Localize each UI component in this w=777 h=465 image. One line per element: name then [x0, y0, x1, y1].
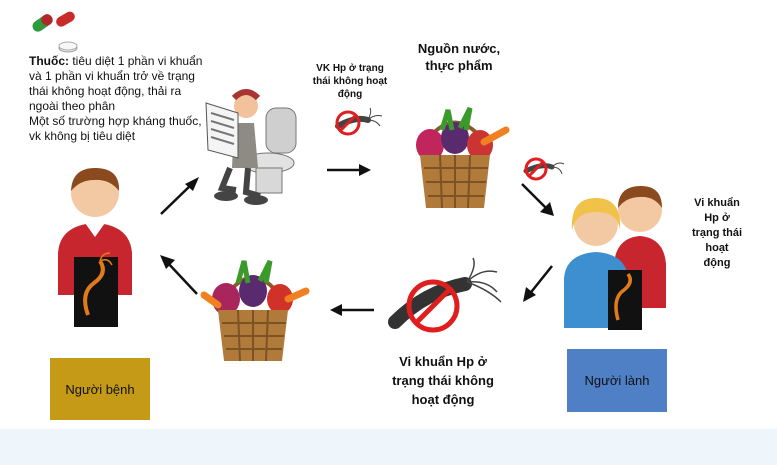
inactive-big-line-2: trạng thái không [392, 373, 494, 388]
drug-text-5: Một số trường hợp kháng thuốc, [29, 114, 202, 128]
inactive-big-label: Vi khuẩn Hp ở trạng thái không hoạt động [378, 352, 508, 409]
toilet-newspaper-icon [205, 89, 297, 205]
healthy-person-label: Người lành [584, 373, 650, 388]
bacteria-forbidden-icon [335, 107, 383, 136]
inactive-small-line-2: thái không hoạt [312, 76, 388, 87]
bacteria-forbidden-icon [523, 157, 565, 181]
watermark-band [0, 429, 777, 465]
sick-person-box: Người bệnh [50, 358, 150, 420]
pill-icon [32, 11, 78, 53]
active-line-5: động [703, 257, 731, 269]
sick-person-label: Người bệnh [65, 381, 135, 397]
bacteria-forbidden-icon [388, 257, 502, 333]
active-line-4: hoạt [705, 242, 729, 254]
inactive-small-line-1: VK Hp ở trạng [316, 63, 384, 74]
vegetable-basket-icon [200, 259, 310, 362]
arrow-icon [327, 164, 371, 176]
arrow-icon [330, 304, 374, 316]
sick-person-icon [58, 167, 132, 327]
drug-text-4: ngoài theo phân [29, 99, 116, 113]
arrow-icon [521, 183, 554, 216]
drug-label: Thuốc: [29, 54, 69, 68]
arrow-icon [523, 265, 553, 302]
active-line-3: trạng thái [691, 227, 743, 239]
inactive-big-line-3: hoạt động [411, 392, 475, 407]
healthy-couple-icon [564, 186, 666, 330]
water-food-line-2: thực phẩm [425, 58, 493, 73]
healthy-person-box: Người lành [567, 349, 667, 412]
arrow-icon [160, 177, 199, 215]
vegetable-basket-icon [416, 106, 510, 209]
inactive-small-line-3: động [337, 89, 363, 100]
active-line-2: Hp ở [704, 212, 730, 224]
drug-text-1: tiêu diệt 1 phần vi khuẩn [69, 54, 203, 68]
drug-text-2: và 1 phần vi khuẩn trở về trạng [29, 69, 195, 83]
inactive-big-line-1: Vi khuẩn Hp ở [399, 354, 487, 369]
drug-note: Thuốc: tiêu diệt 1 phần vi khuẩn và 1 ph… [29, 54, 219, 144]
drug-text-6: vk không bị tiêu diệt [29, 129, 136, 143]
active-label: Vi khuẩn Hp ở trạng thái hoạt động [682, 196, 752, 271]
water-food-line-1: Nguồn nước, [417, 41, 501, 56]
inactive-small-label: VK Hp ở trạng thái không hoạt động [310, 62, 390, 101]
water-food-label: Nguồn nước, thực phẩm [404, 40, 514, 74]
arrow-icon [160, 255, 198, 295]
drug-text-3: thái không hoạt động, thải ra [29, 84, 182, 98]
active-line-1: Vi khuẩn [694, 197, 740, 209]
